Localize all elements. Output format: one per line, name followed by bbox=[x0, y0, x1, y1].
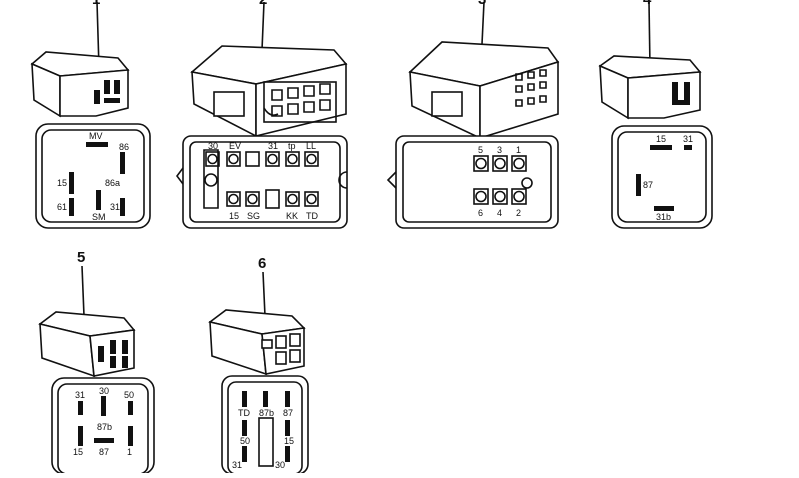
relay-3[interactable]: 3 5 3 1 6 4 2 bbox=[386, 0, 560, 229]
pin-label-4: 4 bbox=[497, 208, 502, 218]
pin-label-87: 87 bbox=[643, 180, 653, 190]
pin-label-MV: MV bbox=[89, 131, 103, 141]
pin-label-1: 1 bbox=[516, 145, 521, 155]
pin-label-30: 30 bbox=[99, 386, 109, 396]
pin-label-15: 15 bbox=[229, 211, 239, 221]
relay-5-housing bbox=[38, 311, 136, 378]
pin-label-87b: 87b bbox=[97, 422, 112, 432]
pin-label-LL: LL bbox=[306, 141, 316, 151]
relay-3-pin-face: 5 3 1 6 4 2 bbox=[386, 135, 559, 229]
relay-4[interactable]: 4 15 31 87 31b bbox=[598, 0, 713, 229]
pin-label-86: 86 bbox=[119, 142, 129, 152]
pin-label-tp: tp bbox=[288, 141, 296, 151]
relay-1[interactable]: 1 MV 86 15 86a 61 SM 31 bbox=[30, 0, 151, 229]
pin-label-TD: TD bbox=[306, 211, 318, 221]
pin-label-KK: KK bbox=[286, 211, 298, 221]
pin-label-EV: EV bbox=[229, 141, 241, 151]
pin-label-87: 87 bbox=[283, 408, 293, 418]
relay-2[interactable]: 2 bbox=[176, 0, 348, 229]
relay-3-housing bbox=[408, 41, 560, 140]
callout-4: 4 bbox=[643, 0, 652, 8]
leader-line-3 bbox=[481, 1, 485, 45]
pin-label-15: 15 bbox=[656, 134, 666, 144]
pin-label-31: 31 bbox=[75, 390, 85, 400]
relay-5[interactable]: 5 30 31 50 87b 15 87 1 bbox=[38, 249, 155, 475]
pin-label-15: 15 bbox=[284, 436, 294, 446]
pin-label-31: 31 bbox=[232, 460, 242, 470]
pin-label-87: 87 bbox=[99, 447, 109, 457]
relay-1-housing bbox=[30, 51, 130, 118]
leader-line-5 bbox=[81, 265, 85, 317]
relay-6-pin-face: TD 87b 87 50 15 31 30 bbox=[221, 375, 309, 475]
leader-line-2 bbox=[261, 1, 265, 51]
relay-2-housing bbox=[190, 45, 348, 138]
relay-5-pin-face: 30 31 50 87b 15 87 1 bbox=[51, 377, 155, 475]
callout-5: 5 bbox=[77, 249, 85, 266]
leader-line-6 bbox=[262, 271, 266, 317]
pin-label-1: 1 bbox=[127, 447, 132, 457]
pin-label-87b: 87b bbox=[259, 408, 274, 418]
relay-2-pin-face: 30 EV 31 tp LL 15 SG KK TD bbox=[176, 135, 348, 229]
pin-label-31: 31 bbox=[268, 141, 278, 151]
pin-label-31b: 31b bbox=[656, 212, 671, 222]
pin-label-SM: SM bbox=[92, 212, 106, 222]
pin-label-31: 31 bbox=[683, 134, 693, 144]
pin-label-6: 6 bbox=[478, 208, 483, 218]
pin-label-30: 30 bbox=[208, 141, 218, 151]
pin-label-61: 61 bbox=[57, 202, 67, 212]
leader-line-4 bbox=[648, 1, 651, 69]
pin-label-30: 30 bbox=[275, 460, 285, 470]
relay-6-housing bbox=[208, 309, 306, 376]
relay-6[interactable]: 6 TD 87b 87 50 15 bbox=[208, 255, 309, 475]
pin-label-TD: TD bbox=[238, 408, 250, 418]
pin-label-15: 15 bbox=[73, 447, 83, 457]
relay-4-pin-face: 15 31 87 31b bbox=[611, 125, 713, 229]
pin-label-SG: SG bbox=[247, 211, 260, 221]
pin-label-86a: 86a bbox=[105, 178, 120, 188]
callout-3: 3 bbox=[478, 0, 486, 8]
pin-label-50: 50 bbox=[240, 436, 250, 446]
relay-1-pin-face: MV 86 15 86a 61 SM 31 bbox=[35, 123, 151, 229]
pin-label-15: 15 bbox=[57, 178, 67, 188]
pin-label-2: 2 bbox=[516, 208, 521, 218]
callout-1: 1 bbox=[92, 0, 100, 8]
pin-label-3: 3 bbox=[497, 145, 502, 155]
relay-4-housing bbox=[598, 55, 702, 120]
pin-label-50: 50 bbox=[124, 390, 134, 400]
callout-6: 6 bbox=[258, 255, 266, 272]
pin-label-31: 31 bbox=[110, 202, 120, 212]
pin-label-5: 5 bbox=[478, 145, 483, 155]
